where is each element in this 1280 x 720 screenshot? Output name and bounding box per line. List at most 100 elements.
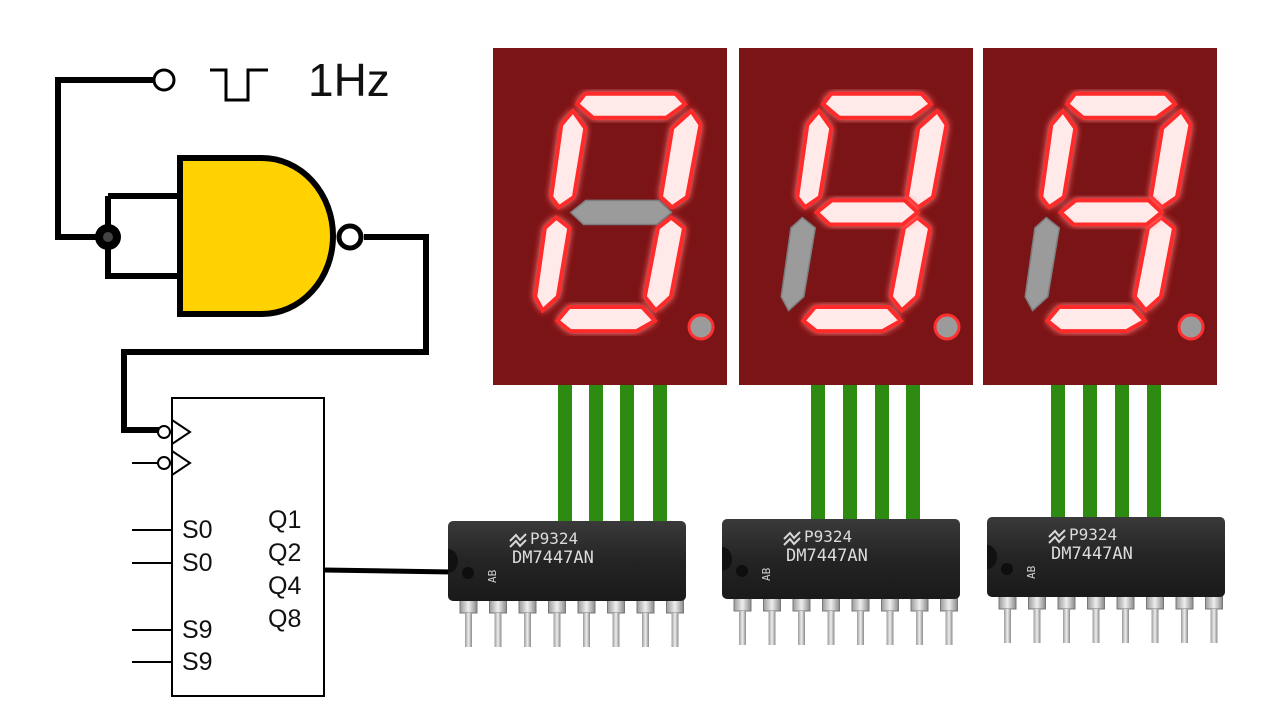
counter-input-label: S9 [182,648,213,676]
wire-terminal-to-node [55,77,154,240]
bus-wire [653,385,667,521]
segment-c-lit [1132,215,1177,314]
chip-side-marking: AB [760,567,773,581]
chip-pin-leg [739,611,746,645]
segment-d-lit [554,305,658,334]
segment-d-lit [1044,305,1148,334]
clock-frequency-label: 1Hz [308,54,390,106]
segment-b-lit [1148,107,1193,210]
chip-pin-leg [857,611,864,645]
chip-pin-leg [916,611,923,645]
bus-wire [1147,385,1161,521]
segment-f-lit [795,107,834,211]
bus-wire [906,385,920,521]
chip-date-code: P9324 [1069,525,1117,544]
decimal-point [687,313,715,341]
wire-node-to-input-a [105,193,180,232]
chip-pin-leg [524,613,531,647]
seven-segment-display [983,48,1217,385]
segment-c-lit [642,215,687,314]
bus-wire [620,385,634,521]
segment-d-lit [800,305,904,334]
counter-output-label: Q4 [268,572,301,600]
chip-pin-leg [827,611,835,645]
chip-part-number: DM7447AN [512,548,594,568]
bus-wire [843,385,857,521]
chip-pin-leg [494,613,502,647]
segment-b-lit [904,107,949,210]
chip-date-code: P9324 [804,527,852,546]
chip-pin-leg [1004,609,1011,643]
chip-body [448,521,686,601]
chip-body [987,517,1225,597]
junction-node-inner [103,232,113,242]
chip-side-marking: AB [486,569,499,583]
chip-pin-leg [642,613,649,647]
chip-pin-leg [1210,609,1218,643]
wire-node-to-input-b [105,242,180,279]
counter-to-decoder-wire [323,567,453,575]
decimal-point [1177,313,1205,341]
wire-output-to-counter [121,234,429,433]
clock-input-b-bubble [157,456,171,470]
bus-wire [589,385,603,521]
decoder-chips: ABP9324DM7447ANABP9324DM7447ANABP9324DM7… [448,517,1225,647]
chip-pin-leg [465,613,472,647]
chip-pin-leg [945,611,953,645]
segment-e-lit [533,214,572,314]
chip-pin-leg [798,611,805,645]
chip-pin-leg [1092,609,1100,643]
bcd-buses [558,385,1161,521]
counter-output-label: Q8 [268,605,301,633]
segment-e-off [780,216,817,312]
chip-pin-leg [1181,609,1188,643]
clock-input-a-bubble [157,425,171,439]
bus-wire [558,385,572,521]
seven-segment-displays [493,48,1217,385]
bus-wire [875,385,889,521]
pin1-marker [1001,563,1013,575]
counter-body [171,397,325,697]
bus-wire [1051,385,1065,521]
segment-a-lit [820,91,934,120]
segment-e-off [1024,216,1061,312]
chip-pin-leg [1122,609,1129,643]
counter-output-label: Q2 [268,539,301,567]
seven-segment-display [493,48,727,385]
manufacturer-logo-icon [783,531,801,546]
counter-input-label: S0 [182,549,213,577]
chip-pin-leg [553,613,561,647]
feedback-wiring [55,77,429,433]
bus-wire [811,385,825,521]
segment-b-lit [658,107,703,210]
segment-g-lit [813,198,921,227]
chip-pin-leg [768,611,776,645]
bus-wire [1115,385,1129,521]
seven-segment-display [739,48,973,385]
chip-side-marking: AB [1025,565,1038,579]
clock-source: 1Hz [152,54,390,106]
chip-pin-leg [583,613,590,647]
segment-c-lit [888,215,933,314]
segment-f-lit [549,107,588,211]
counter-output-label: Q1 [268,506,301,534]
decade-counter: S0 S0 S9 S9 Q1 Q2 Q4 Q8 [132,397,325,697]
chip-part-number: DM7447AN [786,546,868,566]
chip-pin-leg [1033,609,1041,643]
clock-input-b-triangle [171,450,192,476]
bus-wire [1083,385,1097,521]
pin1-marker [736,565,748,577]
segment-a-lit [574,91,688,120]
segment-g-off [569,199,673,226]
counter-input-label: S0 [182,516,213,544]
manufacturer-logo-icon [509,533,527,548]
chip-pin-leg [612,613,620,647]
clock-input-a-triangle [171,419,192,445]
pulse-waveform-icon [210,68,268,102]
nand-gate [177,155,336,317]
decimal-point [933,313,961,341]
chip-pin-leg [1151,609,1159,643]
